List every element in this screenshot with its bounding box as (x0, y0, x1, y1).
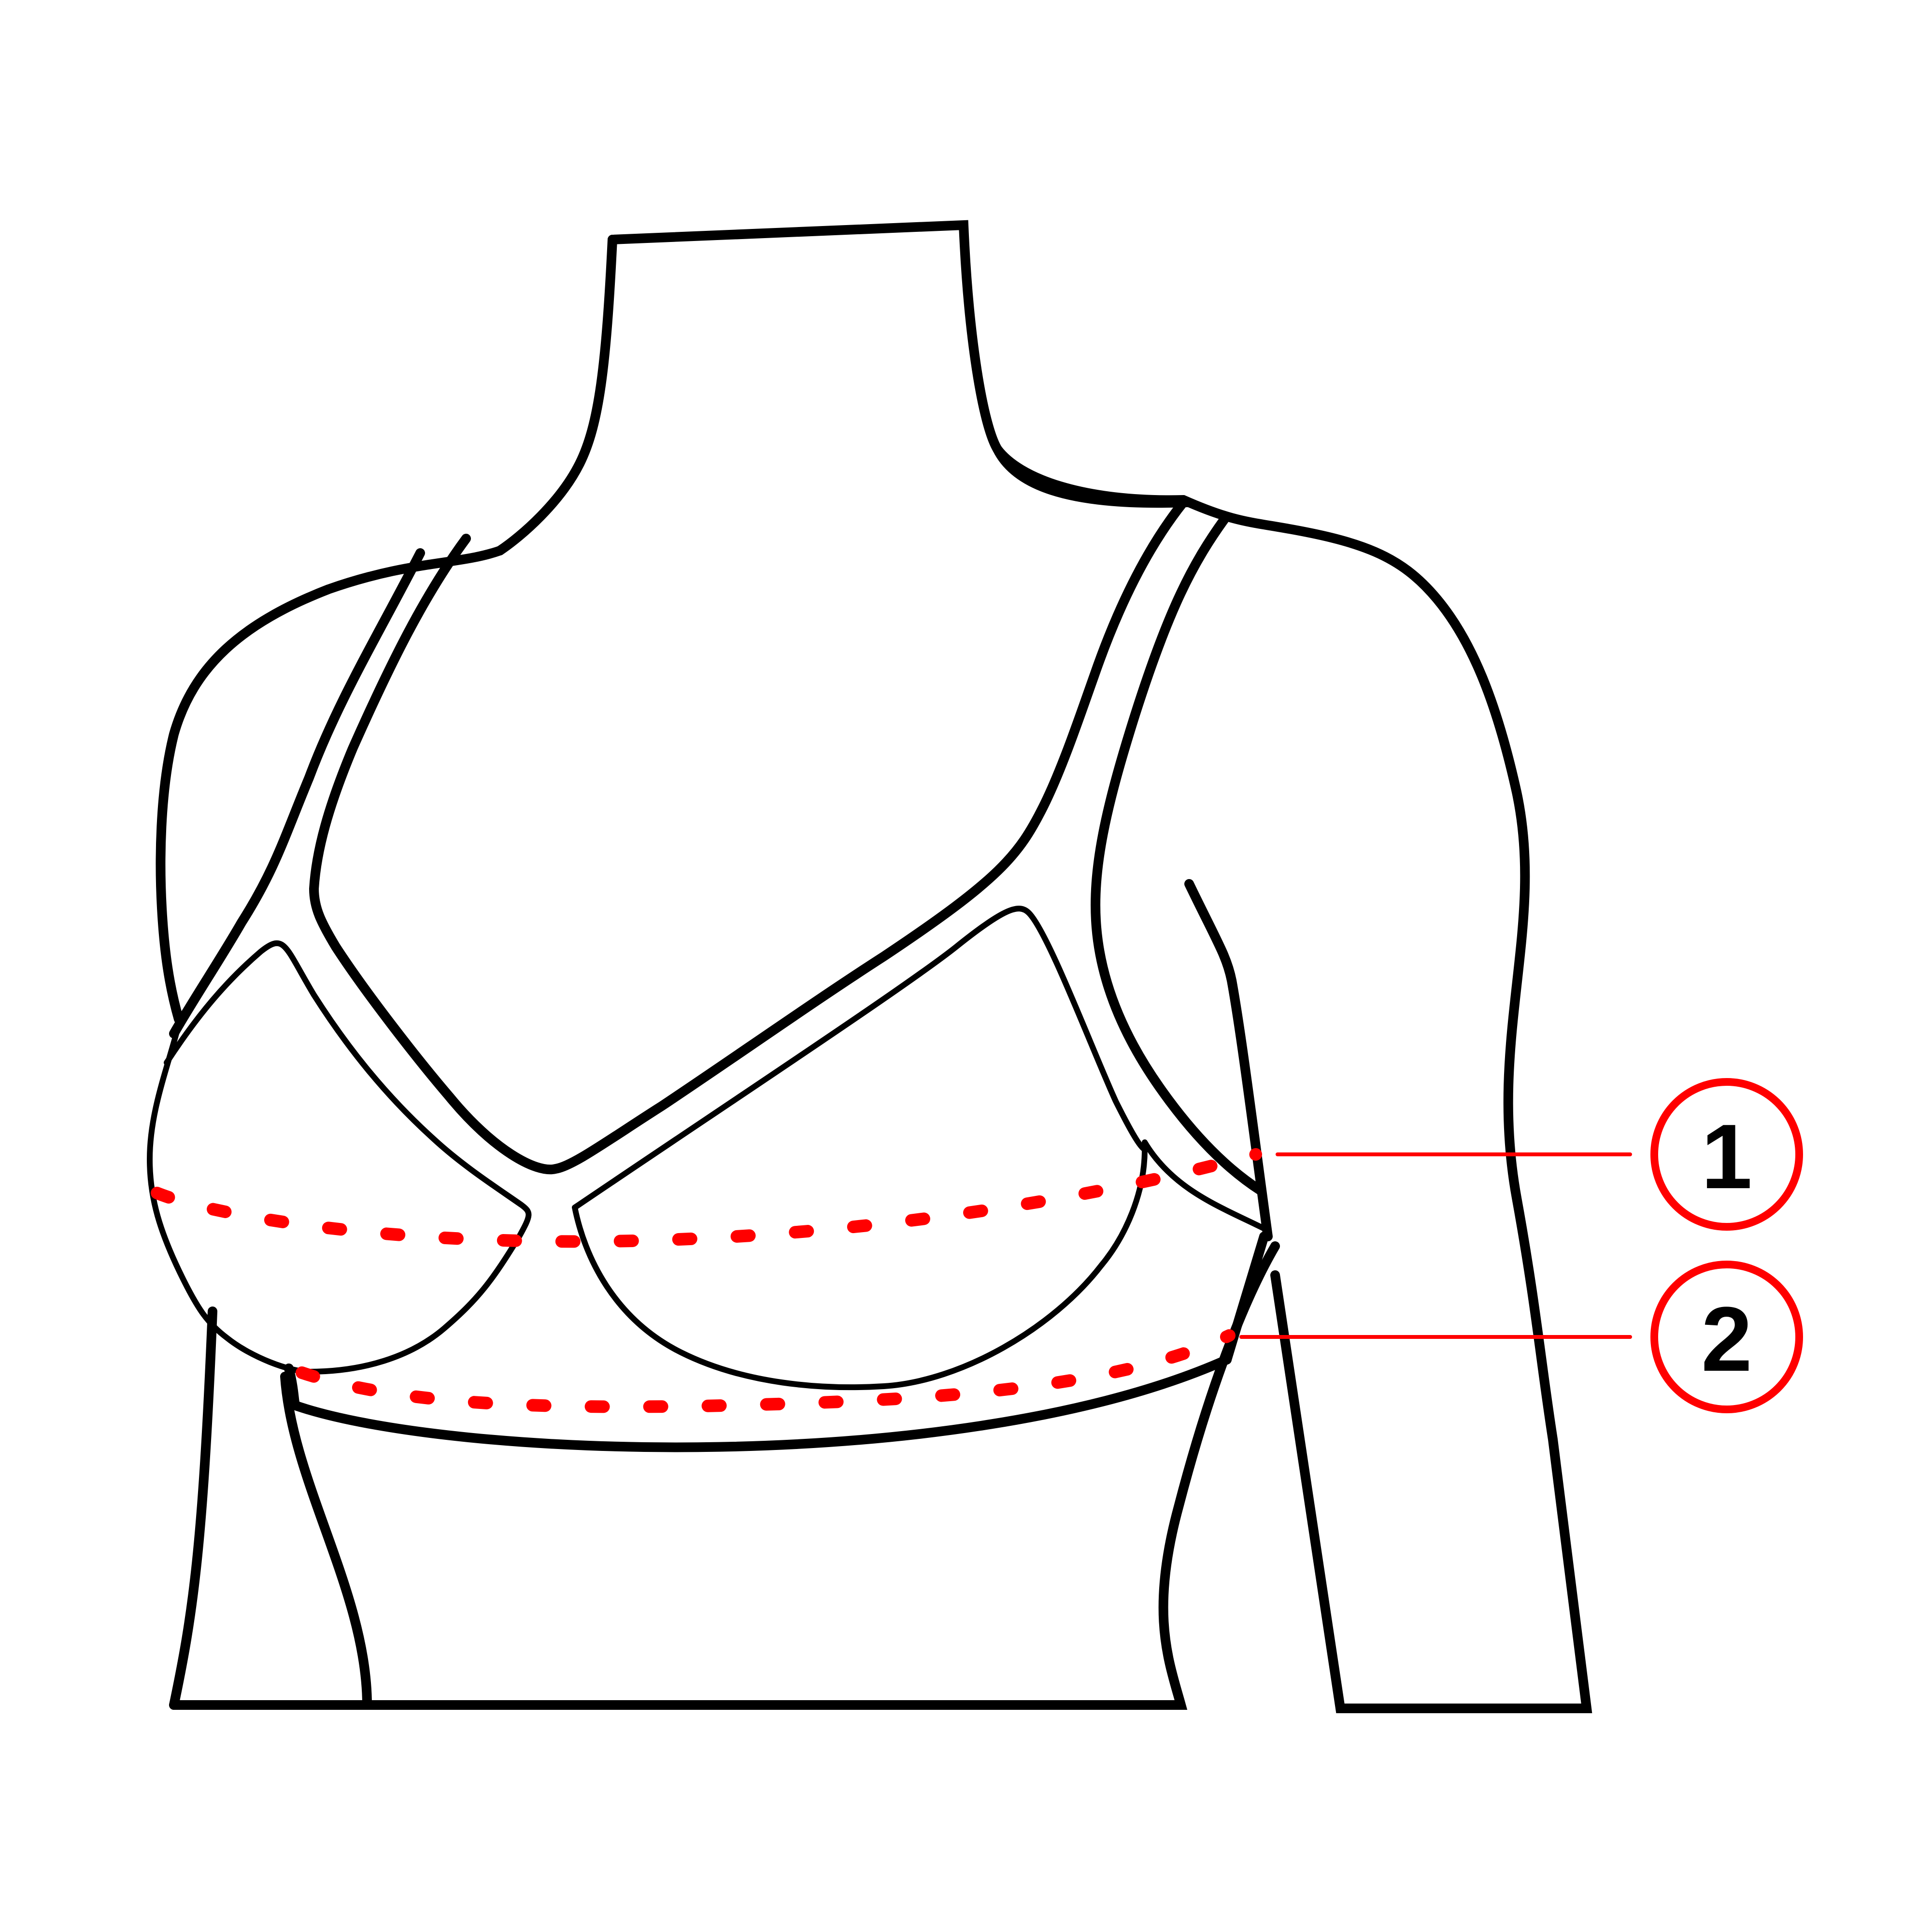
neck-left-line (495, 235, 617, 555)
hem-line (169, 1241, 1280, 1710)
left-strap-outer (169, 548, 425, 1038)
bra-outline (147, 497, 1269, 1452)
neck-outline (608, 220, 1002, 454)
left-torso-side (169, 1307, 217, 1710)
underbust-measure-line (296, 1329, 1236, 1413)
bust-measure-line (151, 1148, 1262, 1248)
right-strap (1091, 514, 1265, 1195)
measurement-marker-2: 2 (1650, 1261, 1803, 1413)
band-right-edge (1222, 1232, 1269, 1364)
left-inner-crease (280, 1372, 372, 1710)
marker-2-label: 2 (1701, 1288, 1752, 1391)
left-shoulder-side (156, 546, 505, 1024)
right-shoulder-arm (993, 444, 1592, 1713)
measurement-lines (151, 1148, 1632, 1413)
right-side-band (1142, 1139, 1268, 1232)
left-cup (147, 940, 532, 1375)
marker-1-circle (1650, 1078, 1803, 1231)
right-cup (572, 906, 1148, 1391)
marker-1-label: 1 (1701, 1106, 1752, 1208)
marker-2-circle (1650, 1261, 1803, 1413)
measurement-marker-1: 1 (1650, 1078, 1803, 1231)
band-bottom (284, 1355, 1232, 1452)
left-strap-inner (309, 497, 1188, 1175)
